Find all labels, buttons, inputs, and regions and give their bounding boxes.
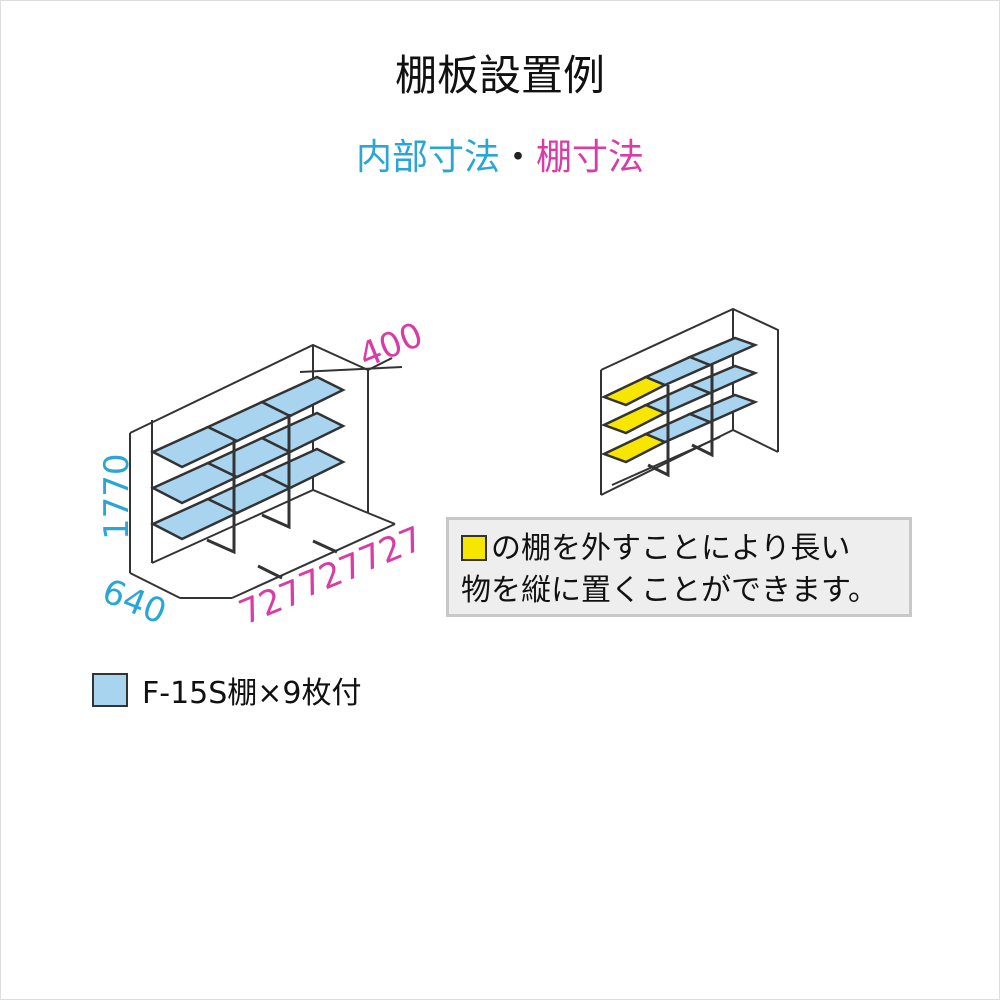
width-dimension-3: 727 [353,519,428,580]
left-shelves [151,375,345,541]
shelf-depth-dimension: 400 [353,315,428,376]
right-shelf-diagram [600,307,779,496]
removable-shelf-note: の棚を外すことにより長い 物を縦に置くことができます。 [446,517,912,617]
note-line-2: 物を縦に置くことができます。 [461,573,878,608]
legend: F-15S棚×9枚付 [92,668,362,712]
subtitle-separator: ・ [499,137,536,178]
left-shelf-diagram [129,343,403,599]
note-line-1: の棚を外すことにより長い [491,531,851,566]
subtitle: 内部寸法・棚寸法 [0,128,1000,180]
depth-dimension: 640 [97,571,172,632]
legend-label: F-15S棚×9枚付 [142,676,362,711]
yellow-shelf-swatch [461,535,487,561]
page-title: 棚板設置例 [394,51,605,100]
subtitle-shelf-dimensions: 棚寸法 [536,137,645,178]
height-dimension: 1770 [97,453,137,540]
blue-shelf-swatch [92,673,128,707]
subtitle-internal-dimensions: 内部寸法 [355,137,500,178]
